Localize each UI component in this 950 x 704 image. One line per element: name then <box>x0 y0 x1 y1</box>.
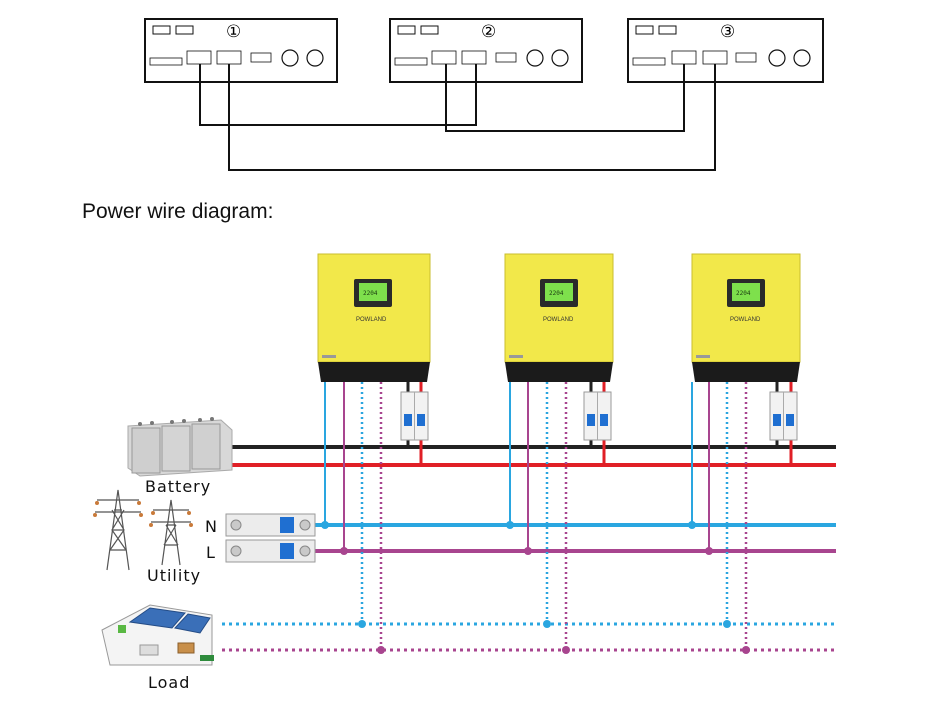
parallel-unit-3: ③ <box>627 18 824 83</box>
brand-logo: POWLAND <box>543 317 574 323</box>
diagram-heading: Power wire diagram: <box>82 200 273 223</box>
inverter-3: 2204 POWLAND <box>691 253 801 382</box>
inverter-2-wiring <box>506 382 606 654</box>
dc-breaker-3 <box>769 391 798 441</box>
unit-number-2: ② <box>481 22 496 42</box>
house-load-icon <box>101 604 214 666</box>
svg-text:2204: 2204 <box>549 290 564 297</box>
parallel-cables <box>199 64 716 171</box>
ac-breaker-live <box>225 539 316 563</box>
dc-breaker-2 <box>583 391 612 441</box>
brand-logo: POWLAND <box>356 317 387 323</box>
parallel-unit-2: ② <box>389 18 583 83</box>
neutral-label: N <box>205 517 217 536</box>
load-label: Load <box>148 673 190 692</box>
battery-label: Battery <box>145 477 211 496</box>
parallel-unit-1: ① <box>144 18 338 83</box>
brand-logo: POWLAND <box>730 317 761 323</box>
dc-breaker-1 <box>400 391 429 441</box>
unit-number-1: ① <box>226 22 241 42</box>
ac-breaker-neutral <box>225 513 316 537</box>
unit-number-3: ③ <box>720 22 735 42</box>
inverter-1: 2204 POWLAND <box>317 253 431 382</box>
inverter-1-wiring <box>321 382 423 654</box>
utility-label: Utility <box>147 566 201 585</box>
svg-text:2204: 2204 <box>736 290 751 297</box>
svg-text:2204: 2204 <box>363 290 378 297</box>
live-label: L <box>206 543 215 562</box>
battery-icon <box>127 417 233 477</box>
utility-tower-icon <box>93 489 193 571</box>
inverter-2: 2204 POWLAND <box>504 253 614 382</box>
